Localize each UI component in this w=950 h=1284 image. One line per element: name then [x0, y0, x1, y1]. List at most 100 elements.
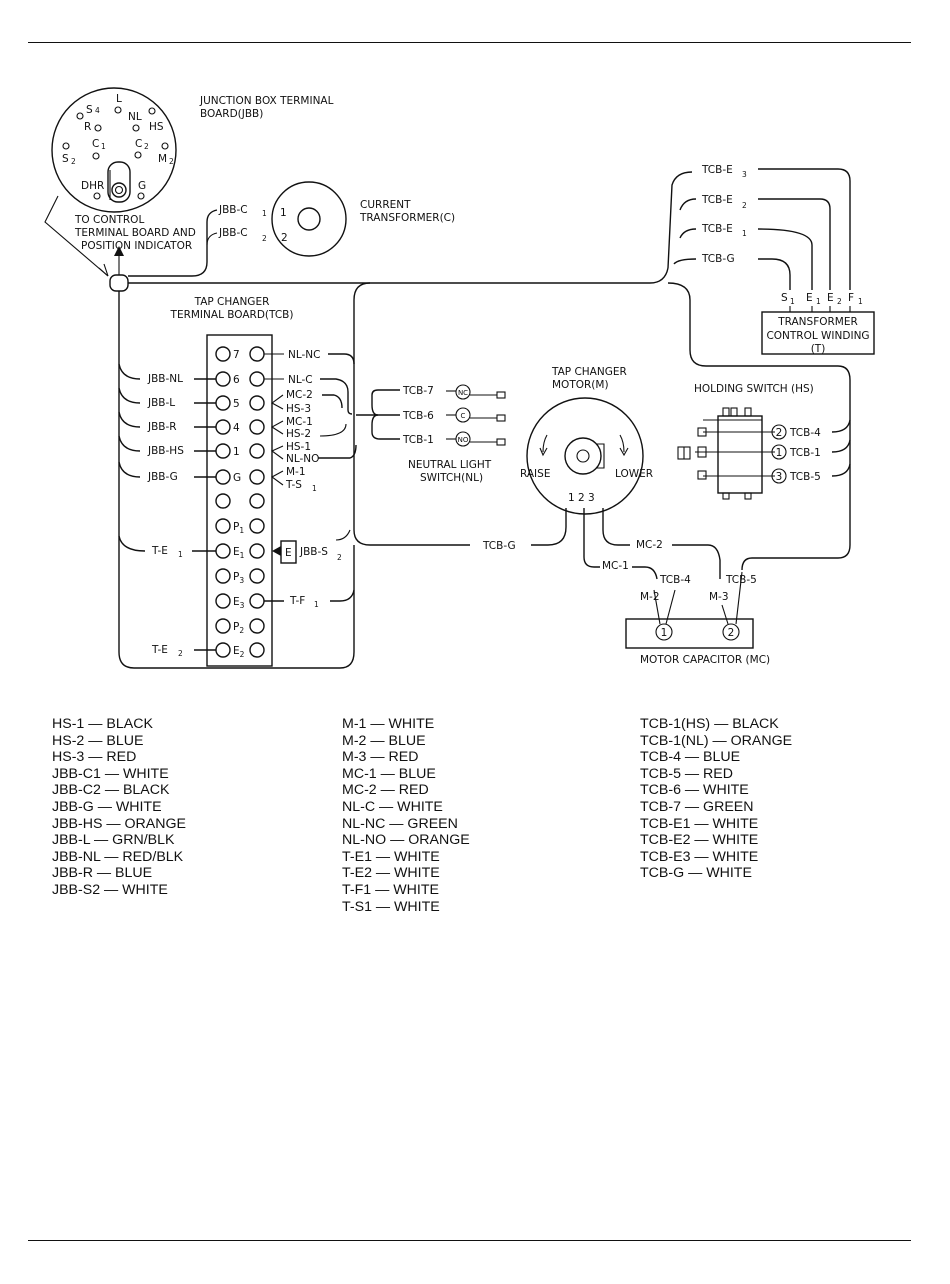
transformer-title-line1: TRANSFORMER	[777, 316, 858, 328]
capacitor-title: MOTOR CAPACITOR (MC)	[640, 654, 770, 666]
legend-entry: MC-2 — RED	[342, 782, 429, 799]
wiring-diagram: JUNCTION BOX TERMINAL BOARD(JBB) S 4 L R…	[44, 87, 875, 669]
legend-entry: TCB-E3 — WHITE	[640, 848, 759, 865]
legend-entry: TCB-4 — BLUE	[640, 749, 741, 766]
legend-entry: M-3 — RED	[342, 749, 419, 766]
nl-title-line1: NEUTRAL LIGHT	[408, 459, 492, 471]
legend-entry: JBB-S2 — WHITE	[52, 881, 168, 898]
jbb-pin-nl-label: NL	[128, 111, 142, 123]
tcb-terminal-right	[249, 593, 265, 609]
svg-text:E: E	[285, 547, 292, 559]
svg-text:TCB-G: TCB-G	[482, 540, 516, 552]
tcb-right-labels: NL-NC NL-C MC-2 HS-3 MC-1 HS-2 HS-1 NL-N…	[264, 349, 357, 493]
svg-text:T-E: T-E	[151, 545, 168, 557]
svg-text:1: 1	[262, 209, 267, 218]
legend-entry: T-S1 — WHITE	[342, 898, 440, 915]
svg-text:T-F: T-F	[289, 595, 305, 607]
tcb-terminal-left	[215, 493, 231, 509]
tcb-row: P3	[215, 568, 265, 585]
svg-text:2: 2	[262, 234, 267, 243]
hs-title: HOLDING SWITCH (HS)	[694, 383, 814, 395]
motor-title-line1: TAP CHANGER	[551, 366, 627, 378]
svg-text:2: 2	[837, 297, 842, 306]
tcb-terminal-left	[215, 518, 231, 534]
connector-node	[109, 274, 129, 292]
jbb-pin-dhr-label: DHR	[81, 180, 104, 192]
legend-entry: TCB-1(NL) — ORANGE	[640, 732, 793, 749]
transformer-title-line3: (T)	[811, 343, 826, 355]
tcb-row: P1	[215, 518, 265, 535]
wire-mc2: MC-2	[636, 539, 663, 551]
legend-entry: JBB-C1 — WHITE	[52, 765, 169, 782]
legend-entry: NL-NO — ORANGE	[342, 832, 470, 849]
svg-text:NL-C: NL-C	[288, 374, 313, 386]
legend-entry: TCB-5 — RED	[640, 765, 734, 782]
legend-entry: TCB-1(HS) — BLACK	[640, 716, 779, 732]
nl-wire-tcb1: TCB-1	[402, 434, 434, 446]
ct-wire-c2: JBB-C	[218, 227, 248, 239]
svg-text:JBB-HS: JBB-HS	[147, 445, 184, 457]
ct-title-line2: TRANSFORMER(C)	[359, 212, 455, 224]
jbb-pin-c1-label: C	[92, 138, 99, 150]
tcb-terminal-right	[249, 419, 265, 435]
transformer-title-line2: CONTROL WINDING	[766, 330, 869, 342]
legend-entry: TCB-7 — GREEN	[640, 798, 754, 815]
motor-lower-label: LOWER	[615, 468, 653, 480]
tcb-terminal-right	[249, 493, 265, 509]
legend-entry: TCB-6 — WHITE	[640, 782, 749, 799]
tcb-terminal-left	[215, 618, 231, 634]
tcb-row-label: 1	[233, 446, 240, 458]
tcb-row: E3	[215, 593, 265, 610]
legend-entry: T-E1 — WHITE	[342, 848, 440, 865]
svg-text:TERMINAL BOARD AND: TERMINAL BOARD AND	[74, 227, 196, 239]
svg-text:1: 1	[280, 207, 287, 219]
nl-badge-nc: NC	[458, 389, 468, 397]
wire-m3: M-3	[709, 591, 729, 603]
tcb-terminal-right	[249, 518, 265, 534]
tcb-row-label: 6	[233, 374, 240, 386]
svg-text:2: 2	[776, 427, 783, 439]
tcb-row-label: 7	[233, 349, 240, 361]
tcb-terminal-left	[215, 419, 231, 435]
tcb-row: 1	[215, 443, 265, 459]
tcb-row	[215, 493, 265, 509]
tcb-terminal-left	[215, 469, 231, 485]
jbb-pin-m2-label: M	[158, 153, 167, 165]
tcb-row: 6	[215, 371, 265, 387]
svg-text:2: 2	[728, 627, 735, 639]
legend-entry: JBB-L — GRN/BLK	[52, 832, 175, 849]
svg-text:MC-2: MC-2	[286, 389, 313, 401]
tap-changer-terminal-board: TAP CHANGER TERMINAL BOARD(TCB) 76541GP1…	[170, 296, 293, 667]
legend-entry: T-F1 — WHITE	[342, 881, 439, 898]
legend-entry: HS-2 — BLUE	[52, 732, 144, 749]
tcb-terminal-left	[215, 371, 231, 387]
tcb-row: E2	[215, 642, 265, 659]
svg-text:T-S: T-S	[285, 479, 302, 491]
motor-title-line2: MOTOR(M)	[552, 379, 609, 391]
tcb-row: E1	[215, 543, 265, 560]
svg-text:JBB-NL: JBB-NL	[147, 373, 183, 385]
legend-entry: NL-NC — GREEN	[342, 815, 458, 832]
tcb-terminal-left	[215, 443, 231, 459]
svg-text:HS-2: HS-2	[286, 428, 311, 440]
svg-text:MC-1: MC-1	[286, 416, 313, 428]
t-f1-wire: T-F 1	[264, 589, 355, 609]
tcb-terminal-left	[215, 543, 231, 559]
svg-text:1: 1	[178, 550, 183, 559]
svg-text:T-E: T-E	[151, 644, 168, 656]
nl-wire-tcb6: TCB-6	[402, 410, 434, 422]
nl-wire-tcb7: TCB-7	[402, 385, 434, 397]
tcb-terminal-right	[249, 395, 265, 411]
svg-text:1: 1	[858, 297, 863, 306]
jbb-pin-g-label: G	[138, 180, 146, 192]
wire-tcb-e2: TCB-E	[701, 194, 733, 206]
svg-text:2: 2	[169, 157, 174, 166]
tcb-terminal-right	[249, 543, 265, 559]
tcb-left-labels: JBB-NL JBB-L JBB-R JBB-HS JBB-G T-E 1 T-…	[118, 363, 216, 658]
neutral-light-switch: TCB-7 TCB-6 TCB-1 NC C NO NEUTRAL LIGHT …	[356, 384, 506, 484]
junction-box-terminal-board: JUNCTION BOX TERMINAL BOARD(JBB) S 4 L R…	[51, 87, 334, 213]
svg-text:2: 2	[71, 157, 76, 166]
svg-text:1: 1	[790, 297, 795, 306]
